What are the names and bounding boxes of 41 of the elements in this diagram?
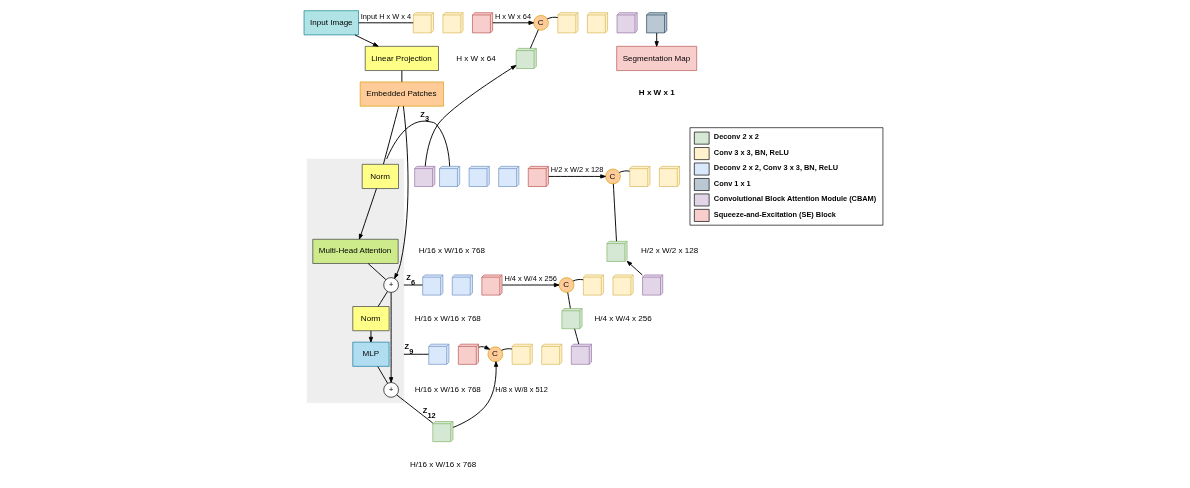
legend-label: Conv 3 x 3, BN, ReLU xyxy=(713,147,789,157)
arrow xyxy=(368,330,374,343)
arrow xyxy=(424,65,517,167)
edge-label: H/8 x W/8 x 512 xyxy=(495,384,548,394)
connector xyxy=(377,291,388,307)
connector xyxy=(567,292,571,309)
arrow xyxy=(389,292,394,383)
legend-label: Squeeze-and-Excitation (SE) Block xyxy=(713,209,836,219)
arrow xyxy=(478,345,491,350)
connector xyxy=(386,120,451,167)
legend-label: Convolutional Block Attention Module (CBAM) xyxy=(713,194,877,204)
edge-label: H/4 x W/4 x 256 xyxy=(504,273,557,283)
connector xyxy=(367,263,387,281)
connector xyxy=(574,328,580,345)
arrow xyxy=(548,174,606,179)
connector xyxy=(612,183,617,242)
connector xyxy=(403,353,430,355)
arrow xyxy=(354,34,379,47)
arrow xyxy=(654,32,659,47)
connector xyxy=(529,29,539,49)
edge-label: Input H x W x 4 xyxy=(360,11,412,21)
arrow xyxy=(358,188,377,240)
arrow xyxy=(394,105,409,279)
edge-label: H/2 x W/2 x 128 xyxy=(550,165,604,175)
legend-label: Deconv 2 x 2 xyxy=(713,132,759,142)
connector xyxy=(396,394,434,424)
arrow xyxy=(492,20,535,25)
cluster xyxy=(306,158,405,403)
legend-label: Conv 1 x 1 xyxy=(713,178,751,188)
connector xyxy=(358,22,414,24)
arrow xyxy=(452,361,499,428)
arrow xyxy=(501,282,560,288)
connector xyxy=(572,279,584,282)
connector xyxy=(377,366,389,384)
connector xyxy=(546,16,559,20)
legend-label: Deconv 2 x 2, Conv 3 x 3, BN, ReLU xyxy=(713,163,839,173)
arrow xyxy=(626,260,643,276)
connector xyxy=(501,348,513,351)
edge-label: H x W x 64 xyxy=(494,11,532,21)
connector xyxy=(618,170,631,173)
connector xyxy=(382,105,400,165)
